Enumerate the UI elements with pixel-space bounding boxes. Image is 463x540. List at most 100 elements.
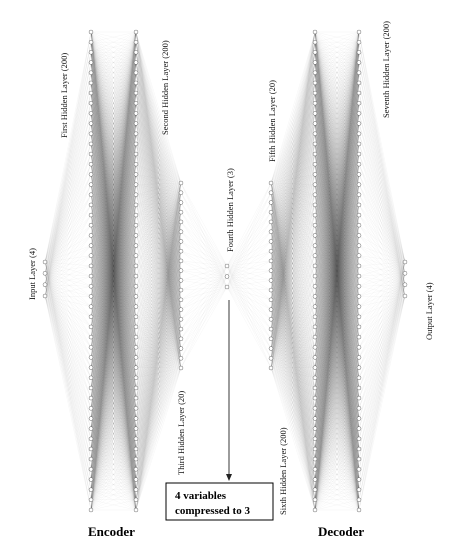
neuron-node — [88, 222, 94, 228]
neuron-node — [312, 487, 318, 492]
first-hidden-layer-label: First Hidden Layer (200) — [59, 53, 69, 138]
neuron-node — [133, 40, 139, 45]
neuron-node — [402, 271, 408, 276]
neuron-node — [312, 202, 318, 208]
neuron-node — [312, 192, 318, 197]
neuron-node — [356, 467, 362, 472]
neuron-node — [133, 385, 139, 391]
neuron-node — [356, 273, 362, 279]
neuron-node — [356, 507, 362, 513]
neuron-node — [356, 304, 362, 309]
neuron-node — [133, 406, 139, 411]
neuron-node — [356, 365, 362, 370]
neuron-nodes — [42, 29, 408, 513]
neuron-node — [88, 395, 94, 401]
neuron-node — [312, 151, 318, 157]
neuron-node — [312, 100, 318, 106]
neuron-node — [88, 334, 94, 340]
neuron-node — [88, 497, 94, 502]
neuron-node — [133, 273, 139, 279]
neuron-node — [312, 29, 318, 35]
neuron-node — [88, 121, 94, 126]
neuron-node — [133, 294, 139, 299]
neuron-node — [88, 131, 94, 136]
neuron-node — [88, 345, 94, 350]
neuron-node — [356, 355, 362, 360]
neuron-node — [312, 263, 318, 269]
neuron-node — [88, 151, 94, 157]
neuron-node — [133, 467, 139, 472]
neuron-node — [312, 467, 318, 472]
neuron-node — [88, 314, 94, 319]
neuron-node — [178, 278, 184, 283]
neuron-node — [133, 487, 139, 492]
neuron-node — [88, 284, 94, 289]
fourth-hidden-layer-label: Fourth Hidden Layer (3) — [225, 168, 235, 252]
neuron-node — [88, 202, 94, 208]
neuron-node — [133, 50, 139, 55]
neuron-node — [88, 304, 94, 309]
neuron-node — [356, 70, 362, 75]
neuron-node — [88, 365, 94, 370]
neuron-node — [88, 111, 94, 116]
neuron-node — [356, 233, 362, 238]
neuron-node — [312, 141, 318, 147]
note-line-2: compressed to 3 — [175, 505, 250, 517]
neuron-node — [356, 212, 362, 218]
neuron-node — [88, 406, 94, 411]
neuron-node — [312, 284, 318, 289]
neuron-node — [178, 317, 184, 322]
neuron-node — [312, 334, 318, 340]
neuron-node — [312, 182, 318, 187]
neuron-node — [178, 209, 184, 215]
neuron-node — [356, 29, 362, 35]
neuron-node — [133, 497, 139, 502]
neuron-node — [133, 100, 139, 106]
neuron-node — [133, 141, 139, 147]
neuron-node — [356, 161, 362, 167]
neuron-node — [356, 202, 362, 208]
neuron-node — [133, 375, 139, 380]
neuron-node — [133, 284, 139, 289]
neuron-node — [356, 345, 362, 350]
neuron-node — [312, 294, 318, 299]
neuron-node — [356, 100, 362, 106]
neuron-node — [356, 294, 362, 299]
neuron-node — [88, 182, 94, 187]
neuron-node — [356, 375, 362, 380]
neuron-node — [268, 317, 274, 322]
third-hidden-layer-label: Third Hidden Layer (20) — [176, 391, 186, 475]
neuron-node — [312, 416, 318, 421]
neuron-node — [133, 355, 139, 360]
neuron-node — [88, 70, 94, 75]
neuron-node — [356, 131, 362, 136]
neuron-node — [133, 182, 139, 187]
neuron-node — [133, 161, 139, 167]
neuron-node — [312, 304, 318, 309]
neuron-node — [268, 326, 274, 332]
neuron-node — [356, 222, 362, 228]
neuron-node — [178, 190, 184, 195]
neuron-node — [88, 416, 94, 421]
neuron-node — [133, 233, 139, 238]
neuron-node — [88, 50, 94, 55]
note-box — [165, 482, 274, 521]
neuron-node — [312, 345, 318, 350]
neuron-node — [133, 192, 139, 197]
neuron-node — [356, 80, 362, 86]
second-hidden-layer-label: Second Hidden Layer (200) — [160, 40, 170, 135]
neuron-node — [356, 253, 362, 258]
neuron-node — [178, 307, 184, 312]
neuron-node — [133, 446, 139, 452]
neuron-node — [268, 365, 274, 371]
neuron-node — [133, 304, 139, 309]
neuron-node — [88, 507, 94, 513]
neuron-node — [268, 297, 274, 302]
neuron-node — [133, 212, 139, 218]
neuron-node — [268, 356, 274, 361]
neuron-node — [133, 263, 139, 269]
neuron-node — [88, 233, 94, 238]
neuron-node — [356, 90, 362, 96]
neuron-node — [356, 436, 362, 441]
